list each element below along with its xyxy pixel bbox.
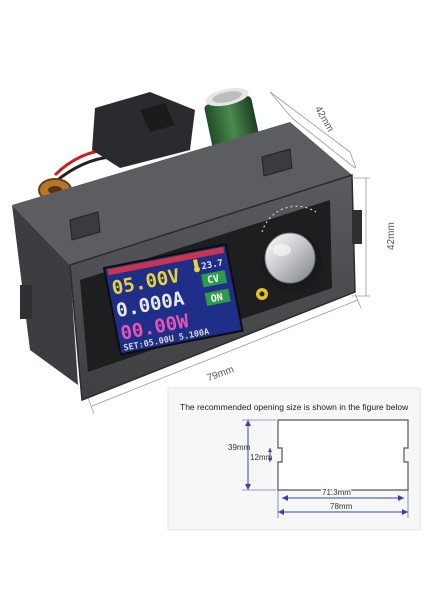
thermometer-icon [193, 259, 200, 273]
lcd-screen [102, 243, 244, 356]
knob-cap [264, 232, 316, 284]
figure-title: The recommended opening size is shown in… [180, 402, 409, 412]
dim-39-label: 39mm [228, 443, 251, 452]
lcd-status-bar [107, 246, 225, 276]
output-badge [204, 288, 231, 307]
temperature-reading: 23.7 [201, 258, 224, 272]
cutout-outline [277, 419, 409, 491]
back-components [38, 87, 260, 202]
mode-badge-label: CV [206, 273, 220, 286]
top-clip-2 [261, 148, 293, 177]
mode-badge [201, 270, 228, 288]
dim-78-label: 78mm [330, 502, 353, 511]
dimension-top-label: 42mm [312, 104, 335, 134]
top-clip-1 [69, 211, 101, 241]
knob-highlight [273, 244, 291, 256]
dimension-front-label: 79mm [206, 364, 236, 384]
side-clip-left [20, 285, 32, 319]
brand-logo [256, 288, 268, 300]
dim-12-label: 12mm [250, 453, 273, 462]
dimension-side-label: 42mm [386, 222, 397, 250]
opening-size-figure: The recommended opening size is shown in… [167, 387, 421, 531]
output-badge-label: ON [210, 292, 224, 305]
lcd-display: 05.00V 0.000A 00.00W 23.7 CV ON SET:05.0… [102, 243, 244, 356]
dimension-side: 42mm [352, 177, 397, 297]
side-clip-right [352, 210, 362, 244]
housing-left-side [12, 205, 78, 385]
dim-71-label: 71.3mm [322, 488, 351, 497]
rotary-knob [261, 205, 322, 292]
heatsink [92, 92, 195, 168]
heatsink-notch [140, 103, 175, 132]
